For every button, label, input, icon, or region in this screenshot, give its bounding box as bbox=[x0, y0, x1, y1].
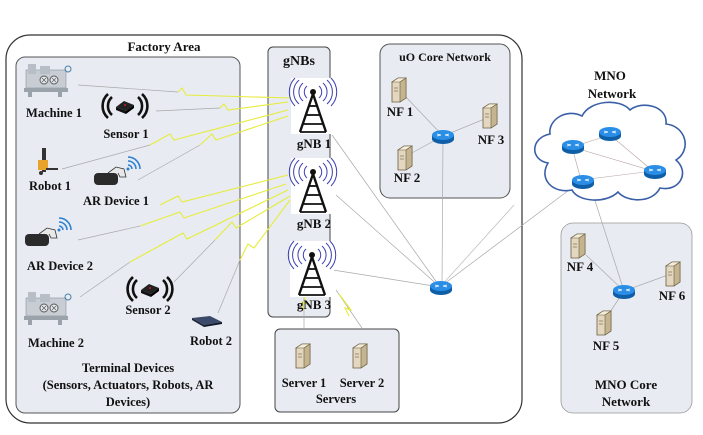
nf-label: NF 1 bbox=[387, 104, 414, 119]
terminal-devices-subtitle-2: Devices) bbox=[106, 395, 150, 409]
wireless-server1-gnb3 bbox=[301, 296, 309, 311]
device-robot-2[interactable]: Robot 2 bbox=[190, 316, 232, 348]
server-label: Server 2 bbox=[340, 376, 385, 390]
device-label: Machine 2 bbox=[28, 336, 84, 350]
mno-network-title: MNO bbox=[594, 68, 626, 83]
nf-label: NF 5 bbox=[593, 338, 620, 353]
device-label: AR Device 1 bbox=[83, 194, 149, 208]
device-label: Machine 1 bbox=[26, 106, 82, 120]
nf-label: NF 4 bbox=[567, 259, 594, 274]
gnb-3[interactable]: gNB 3 bbox=[287, 239, 337, 312]
gnb-label: gNB 1 bbox=[297, 136, 331, 151]
server-icon bbox=[665, 261, 681, 287]
server-icon bbox=[397, 145, 413, 171]
mno-core-router-icon bbox=[612, 284, 636, 300]
nf-2[interactable]: NF 2 bbox=[394, 145, 421, 185]
uo-core-network-title: uO Core Network bbox=[399, 50, 491, 64]
uo-core-network-panel bbox=[379, 43, 511, 199]
device-sensor-2[interactable]: Sensor 2 bbox=[125, 275, 174, 317]
server-label: Server 1 bbox=[282, 376, 327, 390]
server-icon bbox=[352, 343, 368, 369]
gnb-1[interactable]: gNB 1 bbox=[288, 76, 338, 151]
server-icon bbox=[482, 103, 498, 129]
terminal-devices-panel bbox=[15, 56, 241, 414]
device-ar-device-2[interactable]: AR Device 2 bbox=[24, 217, 93, 273]
gnb-2[interactable]: gNB 2 bbox=[288, 156, 338, 231]
device-label: AR Device 2 bbox=[27, 259, 93, 273]
mno-router-icon bbox=[598, 126, 622, 142]
wireless-robot2-gnb2 bbox=[239, 199, 291, 261]
server-icon bbox=[596, 310, 612, 336]
link-uo-router-central bbox=[441, 136, 444, 286]
device-ar-device-1[interactable]: AR Device 1 bbox=[83, 156, 149, 208]
nf-label: NF 3 bbox=[478, 132, 505, 147]
wireless-links bbox=[129, 87, 353, 317]
mno-network-subtitle: Network bbox=[588, 86, 637, 101]
gnb-label: gNB 3 bbox=[297, 297, 332, 312]
cloud-icon bbox=[533, 101, 686, 201]
terminal-devices-title: Terminal Devices bbox=[82, 361, 174, 375]
nf-label: NF 2 bbox=[394, 170, 421, 185]
wireless-server2-gnb3 bbox=[338, 293, 353, 317]
mno-core-network-subtitle: Network bbox=[602, 394, 651, 409]
wireless-ar1-gnb2 bbox=[159, 174, 289, 206]
mno-router-icon bbox=[571, 174, 595, 190]
gnb-label: gNB 2 bbox=[297, 216, 331, 231]
device-label: Robot 1 bbox=[29, 179, 71, 193]
device-label: Sensor 2 bbox=[125, 303, 170, 317]
gnbs-title: gNBs bbox=[283, 54, 315, 69]
nf-label: NF 6 bbox=[659, 288, 686, 303]
antenna-tower-icon bbox=[288, 76, 338, 136]
link-gnb3-router bbox=[332, 269, 441, 288]
server-2[interactable]: Server 2 bbox=[340, 343, 385, 390]
wireless-machine1-gnb1 bbox=[177, 87, 291, 99]
wireless-ar1-gnb1 bbox=[199, 115, 289, 146]
uo-core-router-icon bbox=[431, 129, 455, 145]
link-gnb2-router bbox=[335, 194, 441, 288]
factory-area-title: Factory Area bbox=[127, 39, 201, 54]
vacuum-robot-icon bbox=[192, 316, 222, 327]
wireless-sensor2-gnb2 bbox=[214, 195, 291, 241]
mno-router-icon bbox=[561, 139, 585, 155]
server-icon bbox=[570, 233, 586, 259]
device-label: Robot 2 bbox=[190, 334, 232, 348]
antenna-tower-icon bbox=[288, 156, 338, 216]
wireless-machine2-gnb2 bbox=[129, 189, 289, 263]
mno-router-icon bbox=[643, 164, 667, 180]
mno-core-network-panel bbox=[560, 222, 693, 414]
servers-title: Servers bbox=[316, 392, 356, 406]
device-robot-1[interactable]: Robot 1 bbox=[29, 148, 71, 193]
terminal-devices-subtitle-1: (Sensors, Actuators, Robots, AR bbox=[43, 378, 215, 392]
wireless-sensor1-gnb1 bbox=[219, 101, 289, 111]
device-machine-1[interactable]: Machine 1 bbox=[23, 63, 82, 120]
nf-6[interactable]: NF 6 bbox=[659, 261, 686, 303]
nf-4[interactable]: NF 4 bbox=[567, 233, 594, 274]
nf-1[interactable]: NF 1 bbox=[387, 77, 414, 119]
antenna-tower-icon bbox=[287, 239, 337, 299]
nf-3[interactable]: NF 3 bbox=[478, 103, 505, 147]
server-icon bbox=[391, 77, 407, 103]
device-label: Sensor 1 bbox=[103, 127, 148, 141]
central-router-icon bbox=[429, 280, 453, 296]
nf-5[interactable]: NF 5 bbox=[593, 310, 620, 353]
server-icon bbox=[295, 343, 311, 369]
wireless-robot1-gnb1 bbox=[149, 109, 289, 146]
server-1[interactable]: Server 1 bbox=[282, 343, 327, 390]
mno-core-network-title: MNO Core bbox=[595, 377, 657, 392]
forklift-robot-icon bbox=[38, 148, 58, 175]
wireless-ar2-gnb2 bbox=[139, 183, 287, 227]
device-machine-2[interactable]: Machine 2 bbox=[23, 291, 84, 350]
link-central-mno bbox=[439, 180, 582, 288]
device-sensor-1[interactable]: Sensor 1 bbox=[101, 92, 149, 141]
link-gnb1-router bbox=[331, 134, 441, 288]
